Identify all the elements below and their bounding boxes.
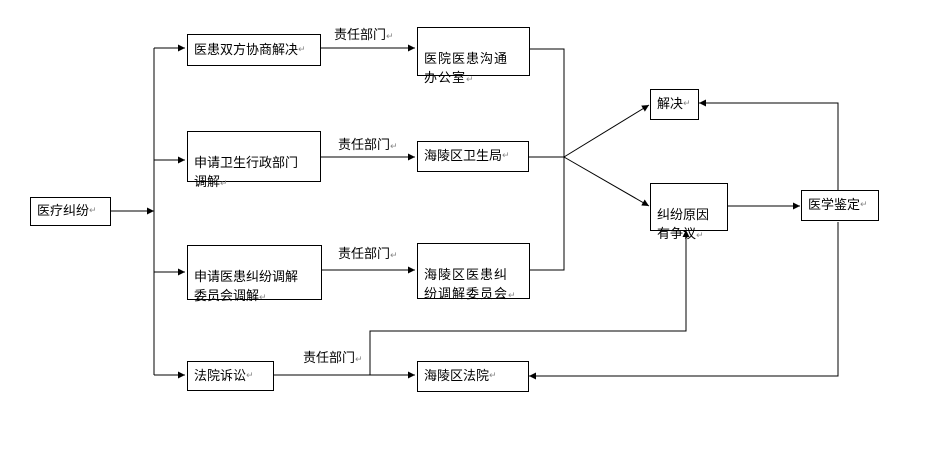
node-medical-dispute: 医疗纠纷↵ <box>30 197 111 226</box>
edge-label-negotiate: 责任部门↵ <box>334 28 394 45</box>
node-court-suit: 法院诉讼↵ <box>187 361 274 391</box>
return-mark: ↵ <box>390 142 398 152</box>
edge-label-health: 责任部门↵ <box>338 138 398 155</box>
return-mark: ↵ <box>502 151 510 161</box>
node-text: 医患双方协商解决 <box>194 42 299 58</box>
node-health-mediation: 申请卫生行政部门 调解↵ <box>187 131 321 190</box>
edge-label-court: 责任部门↵ <box>303 351 363 368</box>
return-mark: ↵ <box>246 370 254 381</box>
edge-appraisal-court <box>529 222 839 380</box>
node-text: 海陵区卫生局 <box>424 149 503 164</box>
return-mark: ↵ <box>390 251 398 261</box>
node-text: 纠纷原因 有争议 <box>657 208 710 242</box>
node-committee-mediation: 申请医患纠纷调解 委员会调解↵ <box>187 245 322 304</box>
edge-merge-disputed <box>563 156 650 207</box>
edge-label-text: 责任部门 <box>338 138 391 153</box>
return-mark: ↵ <box>259 293 267 303</box>
edge-office-merge <box>530 48 565 157</box>
node-cause-disputed: 纠纷原因 有争议↵ <box>650 183 728 242</box>
return-mark: ↵ <box>508 291 517 301</box>
edge-committee-merge <box>530 157 565 271</box>
node-text: 申请医患纠纷调解 委员会调解 <box>194 270 299 304</box>
edge-label-committee: 责任部门↵ <box>338 247 398 264</box>
return-mark: ↵ <box>220 179 228 189</box>
node-communication-office: 医院医患沟通 办公室↵ <box>417 27 530 86</box>
node-district-court: 海陵区法院↵ <box>417 361 529 392</box>
node-text: 医学鉴定 <box>808 198 861 213</box>
return-mark: ↵ <box>860 200 868 210</box>
node-text: 医疗纠纷 <box>37 204 90 219</box>
return-mark: ↵ <box>298 44 306 55</box>
return-mark: ↵ <box>355 355 363 365</box>
edge-label-text: 责任部门 <box>303 351 356 366</box>
node-text: 医院医患沟通 办公室 <box>424 52 509 86</box>
node-text: 海陵区医患纠 纷调解委员会 <box>424 268 509 302</box>
node-text: 海陵区法院 <box>424 369 490 384</box>
return-mark: ↵ <box>696 231 704 241</box>
edge-label-text: 责任部门 <box>334 28 387 43</box>
edge-court-suit-disputed <box>369 230 690 375</box>
return-mark: ↵ <box>466 75 475 85</box>
node-text: 法院诉讼 <box>194 368 247 384</box>
node-text: 解决 <box>657 97 684 112</box>
edge-merge-resolved <box>563 104 650 158</box>
edge-label-text: 责任部门 <box>338 247 391 262</box>
return-mark: ↵ <box>683 99 691 109</box>
return-mark: ↵ <box>89 206 97 216</box>
node-medical-appraisal: 医学鉴定↵ <box>801 190 879 221</box>
return-mark: ↵ <box>489 371 497 381</box>
node-mediation-committee: 海陵区医患纠 纷调解委员会↵ <box>417 243 530 302</box>
node-negotiate: 医患双方协商解决↵ <box>187 34 321 66</box>
return-mark: ↵ <box>386 32 394 42</box>
node-resolved: 解决↵ <box>650 89 699 120</box>
node-health-bureau: 海陵区卫生局↵ <box>417 141 529 172</box>
node-text: 申请卫生行政部门 调解 <box>194 156 299 190</box>
edge-appraisal-resolved <box>699 99 839 190</box>
